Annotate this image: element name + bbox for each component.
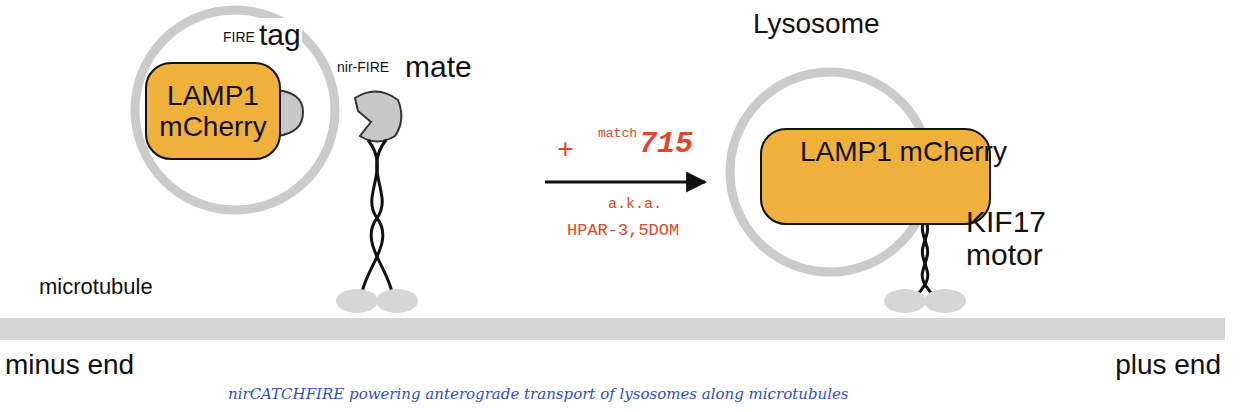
superscript-label: FIRE [222,30,256,45]
mate-head [355,91,401,141]
node-label: LAMP1 mCherry [155,80,271,143]
protein-box: LAMP1 mCherry [145,62,281,160]
motor-label: KIF17 motor [965,205,1077,271]
figure-caption: nirCATCHFIRE powering anterograde transp… [228,385,849,403]
lysosome-outline [135,10,335,210]
reaction-arrow [545,181,705,184]
node-label: LAMP1 mCherry [800,136,1007,167]
node-label: Lysosome [753,8,880,40]
end-label: plus end [1114,350,1222,381]
superscript-label: match [597,127,638,141]
microtubule-bar [0,318,1225,340]
motor-stalk [371,140,392,293]
part-label: mate [404,50,473,83]
motor-foot [376,289,418,313]
superscript-label: nir-FIRE [336,60,390,75]
protein-box: LAMP1 mCherry [760,128,991,225]
structure-label: microtubule [38,275,154,299]
motor-foot [336,289,378,313]
end-label: minus end [4,350,135,381]
compound-name: HPAR-3,5DOM [566,222,680,241]
alias-label: a.k.a. [607,197,663,214]
motor-foot [884,289,926,313]
plus-sign: + [556,136,575,167]
compound-number: 715 [638,128,694,161]
lysosome-circle: LysosomeLAMP1 mCherry [715,2,945,277]
part-label: tag [258,18,302,51]
motor-foot [924,289,966,313]
